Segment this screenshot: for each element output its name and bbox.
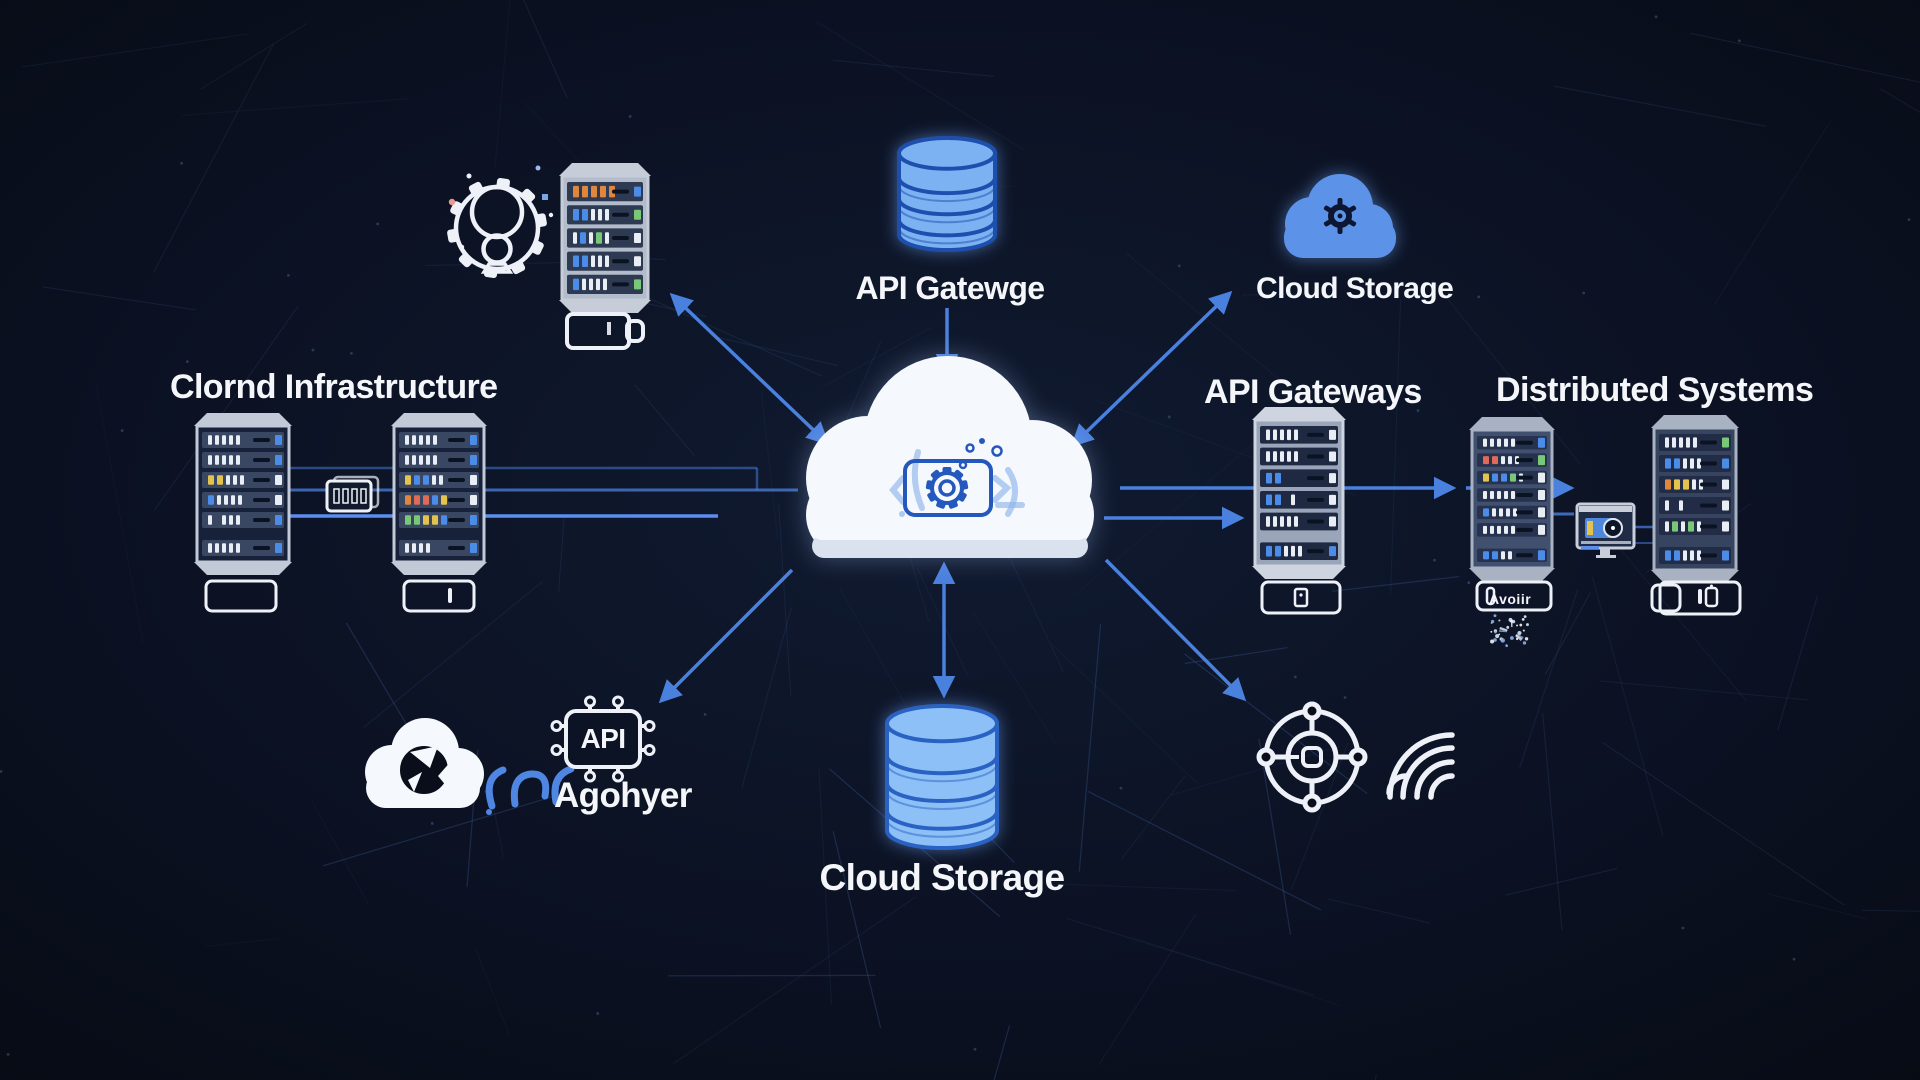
bottom-database-label: Cloud Storage xyxy=(819,857,1065,898)
bottom-left-service-label: Agohyer xyxy=(554,776,692,815)
cloud-sync-icon xyxy=(365,718,484,808)
device-outline-boxes xyxy=(204,312,1742,616)
memory-chip-icon xyxy=(325,475,380,513)
squiggle-icon xyxy=(485,765,575,815)
compass-icon xyxy=(1256,701,1368,813)
monitor-gpu-icon xyxy=(1575,502,1636,558)
gear-icon xyxy=(447,165,554,279)
device-tag-label: Avoiir xyxy=(1489,591,1532,607)
database-bottom xyxy=(885,704,999,850)
cloud-storage-icon xyxy=(1284,174,1396,258)
rack-left-2 xyxy=(391,413,487,575)
far-right-title: Distributed Systems xyxy=(1496,371,1814,409)
rack-dist-right xyxy=(1651,415,1739,583)
rack-left-1 xyxy=(194,413,292,575)
left-title: Clornd Infrastructure xyxy=(170,368,498,406)
starburst-doodle xyxy=(1490,614,1529,648)
database-top xyxy=(897,136,997,252)
top-database-label: API Gatewge xyxy=(855,270,1045,306)
api-chip-icon xyxy=(550,695,656,783)
top-right-storage-label: Cloud Storage xyxy=(1256,272,1454,305)
rack-top-left xyxy=(559,163,651,313)
api-chip-label: API xyxy=(580,722,626,754)
rack-dist-left xyxy=(1469,417,1555,581)
right-title: API Gateways xyxy=(1204,373,1422,411)
rack-api xyxy=(1252,407,1346,579)
cloud-gear-icon xyxy=(889,438,1025,517)
arcs-icon xyxy=(1386,732,1455,800)
